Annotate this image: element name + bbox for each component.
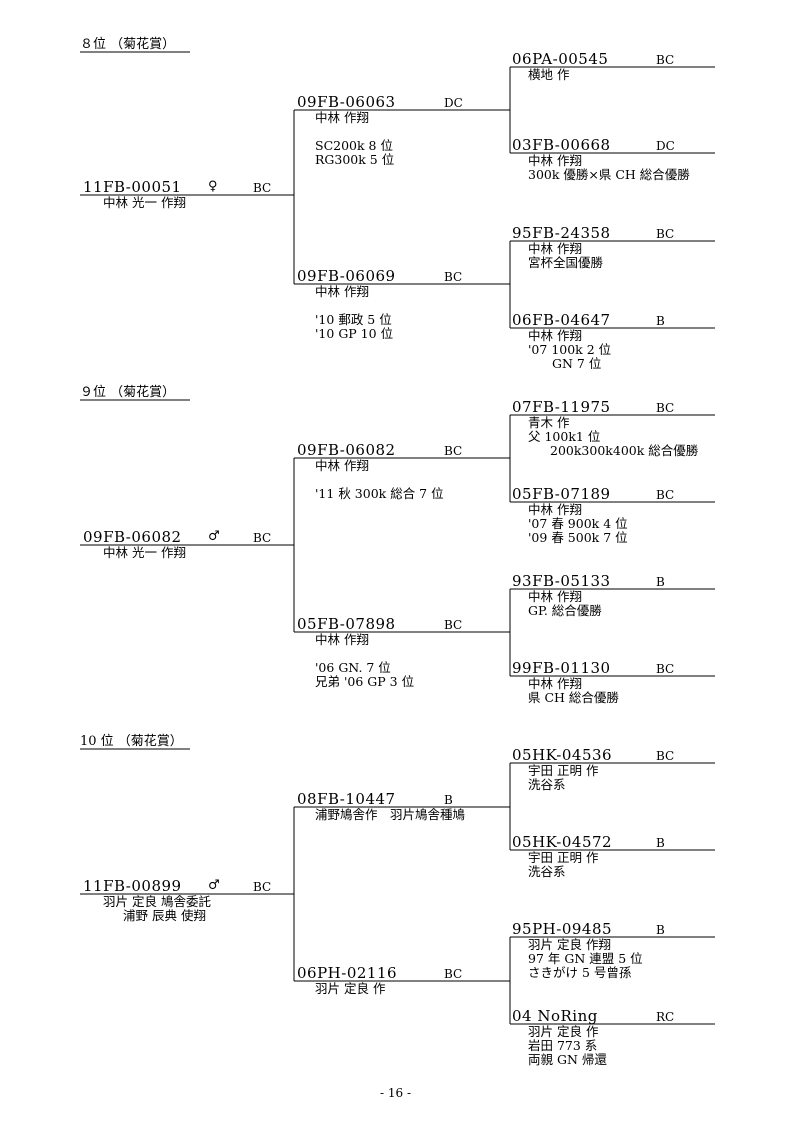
info-line: 洗谷系: [528, 777, 566, 792]
info-line: 県 CH 総合優勝: [528, 690, 619, 705]
ring-number: 09FB-06069: [297, 267, 396, 285]
plumage-color: B: [656, 923, 665, 937]
plumage-color: B: [656, 575, 665, 589]
info-line: '10 GP 10 位: [315, 326, 394, 341]
info-line: 中林 作翔: [528, 676, 582, 691]
plumage-color: BC: [656, 53, 675, 67]
plumage-color: DC: [444, 96, 463, 110]
info-line: 羽片 定良 作: [528, 1024, 599, 1039]
info-line: 中林 作翔: [528, 502, 582, 517]
info-line: 浦野鳩舎作 羽片鳩舎種鳩: [315, 807, 466, 822]
plumage-color: BC: [444, 444, 463, 458]
info-line: 中林 作翔: [528, 328, 582, 343]
ring-number: 04 NoRing: [512, 1007, 598, 1025]
plumage-color: B: [656, 836, 665, 850]
page-number: - 16 -: [380, 1086, 412, 1100]
info-line: 浦野 辰典 使翔: [123, 908, 206, 923]
plumage-color: BC: [253, 531, 272, 545]
info-line: 宇田 正明 作: [528, 763, 599, 778]
info-line: 兄弟 '06 GP 3 位: [315, 674, 415, 689]
info-line: 中林 光一 作翔: [103, 545, 186, 560]
ring-number: 09FB-06082: [83, 528, 182, 546]
info-line: 父 100k1 位: [528, 429, 601, 444]
plumage-color: BC: [253, 181, 272, 195]
info-line: 洗谷系: [528, 864, 566, 879]
info-line: '11 秋 300k 総合 7 位: [315, 486, 444, 501]
plumage-color: BC: [656, 662, 675, 676]
ring-number: 09FB-06063: [297, 93, 396, 111]
plumage-color: BC: [656, 227, 675, 241]
section-title: ８位 （菊花賞）: [80, 37, 176, 52]
ring-number: 93FB-05133: [512, 572, 611, 590]
ring-number: 06PH-02116: [297, 964, 398, 982]
info-line: RG300k 5 位: [315, 152, 395, 167]
plumage-color: B: [656, 314, 665, 328]
ring-number: 08FB-10447: [297, 790, 396, 808]
section-title: 10 位 （菊花賞）: [80, 734, 183, 749]
info-line: 羽片 定良 鳩舎委託: [103, 894, 211, 909]
ring-number: 99FB-01130: [512, 659, 611, 677]
section-title: ９位 （菊花賞）: [80, 385, 176, 400]
sex-symbol: ♂: [208, 878, 220, 893]
ring-number: 06PA-00545: [512, 50, 609, 68]
ring-number: 05FB-07189: [512, 485, 611, 503]
ring-number: 09FB-06082: [297, 441, 396, 459]
info-line: 宮杯全国優勝: [528, 255, 604, 270]
info-line: 中林 作翔: [528, 241, 582, 256]
info-line: 羽片 定良 作翔: [528, 937, 611, 952]
info-line: GN 7 位: [552, 356, 602, 371]
info-line: 横地 作: [528, 67, 570, 82]
ring-number: 05HK-04536: [512, 746, 613, 764]
plumage-color: BC: [444, 967, 463, 981]
info-line: 両親 GN 帰還: [528, 1052, 607, 1067]
plumage-color: BC: [444, 270, 463, 284]
info-line: 中林 作翔: [315, 632, 369, 647]
info-line: 97 年 GN 連盟 5 位: [528, 951, 643, 966]
plumage-color: BC: [444, 618, 463, 632]
plumage-color: BC: [656, 488, 675, 502]
info-line: SC200k 8 位: [315, 138, 393, 153]
info-line: '07 春 900k 4 位: [528, 516, 628, 531]
info-line: さきがけ 5 号曾孫: [528, 965, 632, 980]
info-line: '07 100k 2 位: [528, 342, 612, 357]
info-line: 中林 作翔: [315, 284, 369, 299]
ring-number: 03FB-00668: [512, 136, 611, 154]
info-line: 300k 優勝×県 CH 総合優勝: [528, 167, 690, 182]
info-line: 中林 作翔: [528, 153, 582, 168]
info-line: '09 春 500k 7 位: [528, 530, 628, 545]
sex-symbol: ♀: [208, 179, 218, 194]
plumage-color: RC: [656, 1010, 675, 1024]
info-line: 中林 作翔: [315, 110, 369, 125]
ring-number: 06FB-04647: [512, 311, 611, 329]
ring-number: 95PH-09485: [512, 920, 613, 938]
info-line: 中林 光一 作翔: [103, 195, 186, 210]
plumage-color: BC: [253, 880, 272, 894]
ring-number: 05FB-07898: [297, 615, 396, 633]
info-line: '06 GN. 7 位: [315, 660, 391, 675]
ring-number: 11FB-00899: [83, 877, 182, 895]
ring-number: 07FB-11975: [512, 398, 611, 416]
plumage-color: BC: [656, 401, 675, 415]
sex-symbol: ♂: [208, 529, 220, 544]
info-line: 岩田 773 系: [528, 1038, 598, 1053]
ring-number: 11FB-00051: [83, 178, 182, 196]
plumage-color: BC: [656, 749, 675, 763]
ring-number: 05HK-04572: [512, 833, 613, 851]
plumage-color: B: [444, 793, 453, 807]
info-line: 宇田 正明 作: [528, 850, 599, 865]
info-line: 青木 作: [528, 415, 570, 430]
info-line: GP. 総合優勝: [528, 603, 602, 618]
info-line: 200k300k400k 総合優勝: [550, 443, 699, 458]
ring-number: 95FB-24358: [512, 224, 611, 242]
info-line: 中林 作翔: [528, 589, 582, 604]
info-line: '10 郵政 5 位: [315, 312, 392, 327]
info-line: 羽片 定良 作: [315, 981, 386, 996]
info-line: 中林 作翔: [315, 458, 369, 473]
plumage-color: DC: [656, 139, 675, 153]
